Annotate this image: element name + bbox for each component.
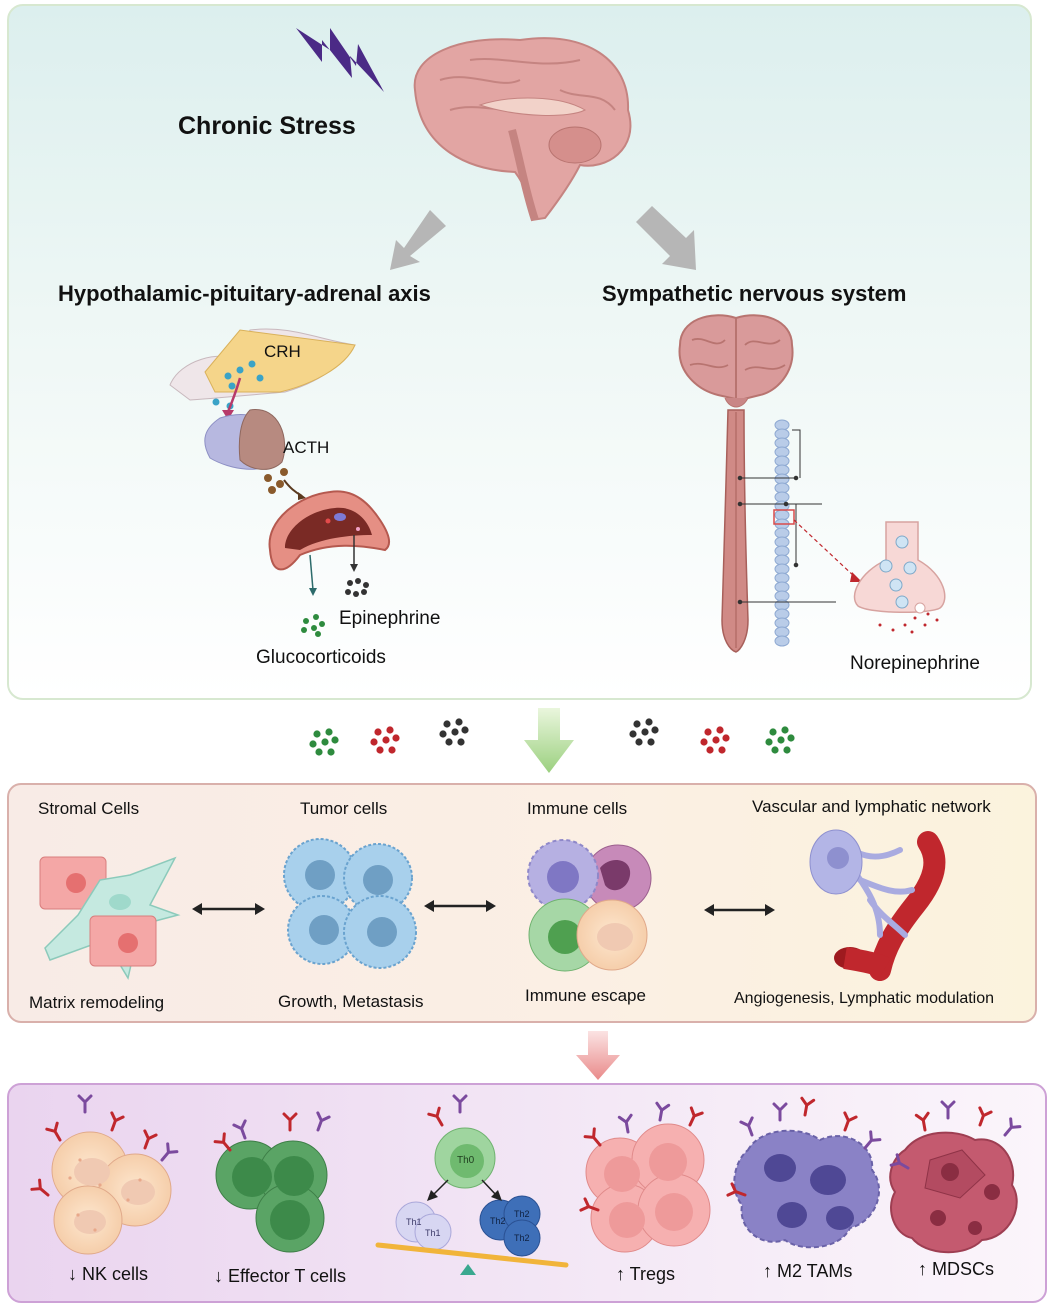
acth-molecules (264, 468, 288, 494)
glucocorticoids-label: Glucocorticoids (256, 647, 386, 668)
stromal-cells-header: Stromal Cells (38, 799, 140, 818)
lightning-icon (296, 28, 384, 92)
synapse-terminal-icon (853, 521, 946, 614)
nk-cells-label: ↓ NK cells (68, 1264, 149, 1284)
effector-t-cells-label: ↓ Effector T cells (214, 1266, 347, 1286)
brain-sagittal-icon (413, 37, 632, 222)
receptor-icons (30, 1094, 1022, 1232)
tumor-cells-header: Tumor cells (300, 799, 388, 818)
immune-escape-label: Immune escape (525, 986, 646, 1005)
sympathetic-chain-icon (774, 419, 790, 647)
arrow-to-hpa (390, 210, 446, 270)
arrow-to-sns (636, 206, 696, 270)
th2-label-b: Th2 (514, 1209, 530, 1219)
mdscs-label: ↑ MDSCs (918, 1259, 994, 1279)
crh-label: CRH (264, 342, 301, 361)
th0-label: Th0 (457, 1155, 475, 1166)
green-down-arrow (524, 708, 574, 773)
chronic-stress-label: Chronic Stress (178, 112, 356, 140)
th1-label-a: Th1 (406, 1217, 422, 1227)
norepinephrine-label: Norepinephrine (850, 653, 980, 674)
hormone-dot-clusters (309, 718, 795, 756)
tregs-icon (585, 1123, 711, 1253)
th-balance-icon (375, 1127, 569, 1275)
nk-cells-icon (51, 1131, 172, 1255)
angiogenesis-label: Angiogenesis, Lymphatic modulation (734, 990, 995, 1007)
epinephrine-label: Epinephrine (339, 608, 441, 629)
crh-arrow (226, 377, 242, 413)
tregs-label: ↑ Tregs (616, 1264, 676, 1284)
acth-label: ACTH (283, 438, 330, 457)
pink-down-arrow (576, 1031, 620, 1080)
mdscs-icon (889, 1131, 1018, 1254)
norepinephrine-release-dots (878, 612, 939, 634)
pituitary-icon (204, 409, 286, 470)
adrenal-gland-icon (268, 490, 391, 571)
glucocorticoid-dots (301, 614, 325, 637)
matrix-remodeling-label: Matrix remodeling (29, 993, 165, 1012)
spinal-cord-icon (721, 409, 749, 653)
th1-label-b: Th1 (425, 1228, 441, 1238)
hpa-axis-title: Hypothalamic-pituitary-adrenal axis (58, 281, 431, 306)
nerve-connectors (737, 429, 836, 605)
synapse-highlight-box (773, 509, 795, 525)
m2-tams-icon (733, 1129, 881, 1249)
sns-title: Sympathetic nervous system (602, 281, 907, 306)
th2-label-c: Th2 (514, 1233, 530, 1243)
growth-metastasis-label: Growth, Metastasis (278, 992, 424, 1011)
brain-coronal-icon (678, 314, 794, 408)
hypothalamus-icon (169, 328, 356, 401)
th2-label-a: Th2 (490, 1216, 506, 1226)
vascular-network-header: Vascular and lymphatic network (752, 797, 991, 816)
immune-cells-icon (527, 839, 652, 972)
middle-panel (7, 783, 1037, 1023)
vessel-icon (809, 829, 946, 981)
double-arrows (192, 900, 775, 916)
stromal-cells-icon (39, 856, 181, 980)
immune-cells-header: Immune cells (527, 799, 628, 818)
epinephrine-dots (345, 578, 369, 597)
effector-t-cells-icon (215, 1140, 328, 1253)
synapse-zoom-arrow (793, 519, 857, 579)
tumor-cells-icon (283, 838, 417, 969)
m2-tams-label: ↑ M2 TAMs (763, 1261, 853, 1281)
